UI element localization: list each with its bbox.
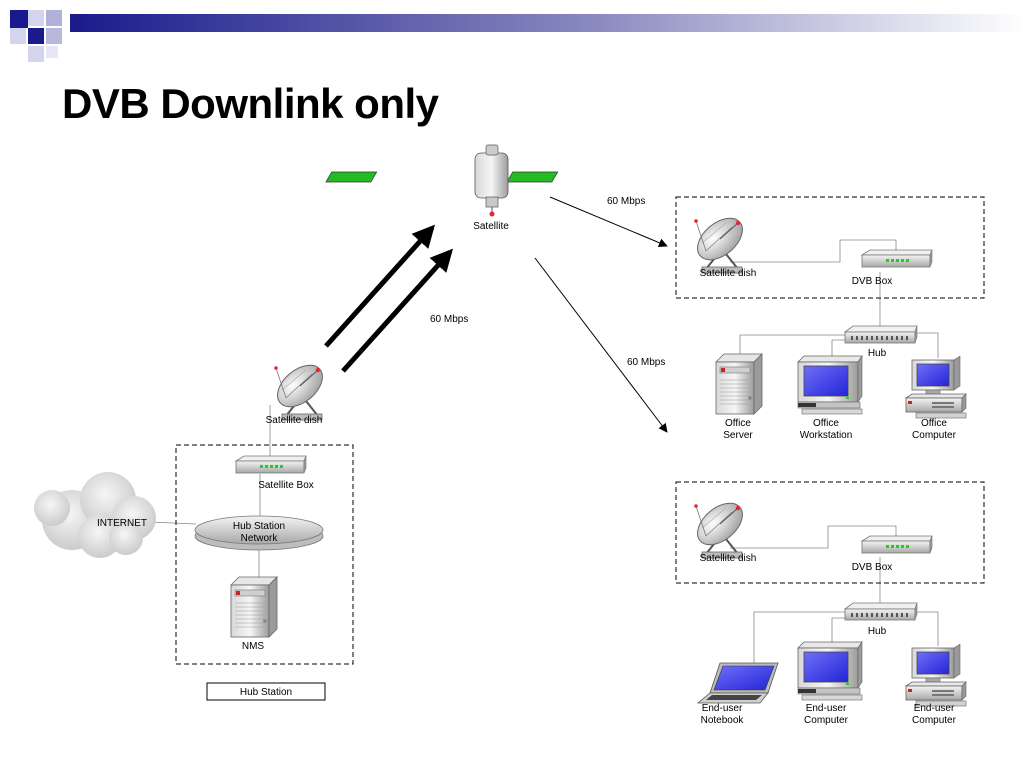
hub-network-label-line1: Hub Station — [233, 521, 285, 532]
enduser-notebook-label-line1: End-user — [702, 703, 743, 714]
enduser-computer1-label-line2: Computer — [804, 715, 849, 726]
hub-network-icon — [194, 515, 324, 551]
office-computer-icon — [905, 355, 967, 419]
internet-label: INTERNET — [97, 518, 147, 529]
hub-satellite-dish-icon — [268, 356, 332, 421]
enduser-dvb-box-icon — [861, 535, 933, 554]
hub-dish-label: Satellite dish — [266, 415, 323, 426]
office-dvb-box-icon — [861, 249, 933, 268]
downlink-rate-label-office: 60 Mbps — [607, 196, 645, 207]
header-square — [10, 28, 26, 44]
uplink-arrow — [324, 224, 436, 348]
satellite: Satellite — [325, 144, 559, 232]
office-server-label-line2: Server — [723, 430, 753, 441]
hub-station-boundary — [175, 444, 354, 665]
office-workstation-icon — [797, 355, 863, 415]
office-satellite-dish-icon — [688, 209, 752, 274]
uplink-arrows: 60 Mbps — [324, 224, 468, 373]
solar-panel-right — [506, 171, 559, 183]
enduser-hub-label: Hub — [868, 626, 887, 637]
uplink-arrow — [341, 248, 454, 373]
downlink-rate-label-enduser: 60 Mbps — [627, 357, 665, 368]
office-workstation-label-line2: Workstation — [800, 430, 853, 441]
office-computer-label-line2: Computer — [912, 430, 957, 441]
downlink-arrows: 60 Mbps 60 Mbps — [534, 196, 668, 433]
enduser-satellite-dish-icon — [688, 494, 752, 559]
enduser-computer1-icon — [797, 641, 863, 701]
enduser-site-boundary — [675, 481, 985, 584]
header-square — [10, 10, 28, 28]
hub-station-caption-box — [206, 682, 326, 701]
enduser-hub-icon — [844, 602, 918, 621]
uplink-rate-label: 60 Mbps — [430, 314, 468, 325]
enduser-computer1-label-line1: End-user — [806, 703, 847, 714]
enduser-computer2-icon — [905, 643, 967, 707]
enduser-site: Satellite dish DVB Box Hub End-user Note… — [675, 481, 985, 726]
slide-title: DVB Downlink only — [62, 80, 439, 127]
enduser-computer2-label-line1: End-user — [914, 703, 955, 714]
office-dvb-box-label: DVB Box — [852, 276, 893, 287]
office-hub-icon — [844, 325, 918, 344]
enduser-notebook-label-line2: Notebook — [701, 715, 745, 726]
hub-network-label-line2: Network — [241, 533, 279, 544]
downlink-arrow-enduser — [534, 257, 668, 433]
enduser-computer2-label-line2: Computer — [912, 715, 957, 726]
office-server-label-line1: Office — [725, 418, 751, 429]
office-computer-label-line1: Office — [921, 418, 947, 429]
header-gradient-bar — [70, 14, 1024, 32]
enduser-dish-label: Satellite dish — [700, 553, 757, 564]
satellite-box-label: Satellite Box — [258, 480, 314, 491]
header-square — [46, 46, 58, 58]
enduser-notebook-icon — [697, 662, 779, 704]
satellite-box-icon — [235, 455, 307, 474]
header-square — [28, 28, 44, 44]
header-square — [46, 10, 62, 26]
office-server-icon — [715, 353, 763, 415]
nms-label: NMS — [242, 641, 265, 652]
header-square — [28, 46, 44, 62]
satellite-label: Satellite — [473, 221, 509, 232]
satellite-body — [474, 152, 509, 199]
enduser-dvb-box-label: DVB Box — [852, 562, 893, 573]
header-decoration — [10, 10, 1024, 62]
office-site-boundary — [675, 196, 985, 299]
antenna-tip — [489, 211, 495, 217]
office-site: Satellite dish DVB Box Hub Office Server… — [675, 196, 985, 441]
internet-cloud-icon — [34, 472, 156, 558]
solar-panel-left — [325, 171, 378, 183]
downlink-arrow-office — [549, 196, 668, 248]
office-hub-label: Hub — [868, 348, 887, 359]
office-workstation-label-line1: Office — [813, 418, 839, 429]
header-square — [28, 10, 44, 26]
office-dish-label: Satellite dish — [700, 268, 757, 279]
hub-station: Satellite dish Satellite Box INTERNET Hu… — [34, 356, 354, 701]
nms-server-icon — [230, 576, 278, 638]
hub-station-caption: Hub Station — [240, 687, 292, 698]
header-square — [46, 28, 62, 44]
